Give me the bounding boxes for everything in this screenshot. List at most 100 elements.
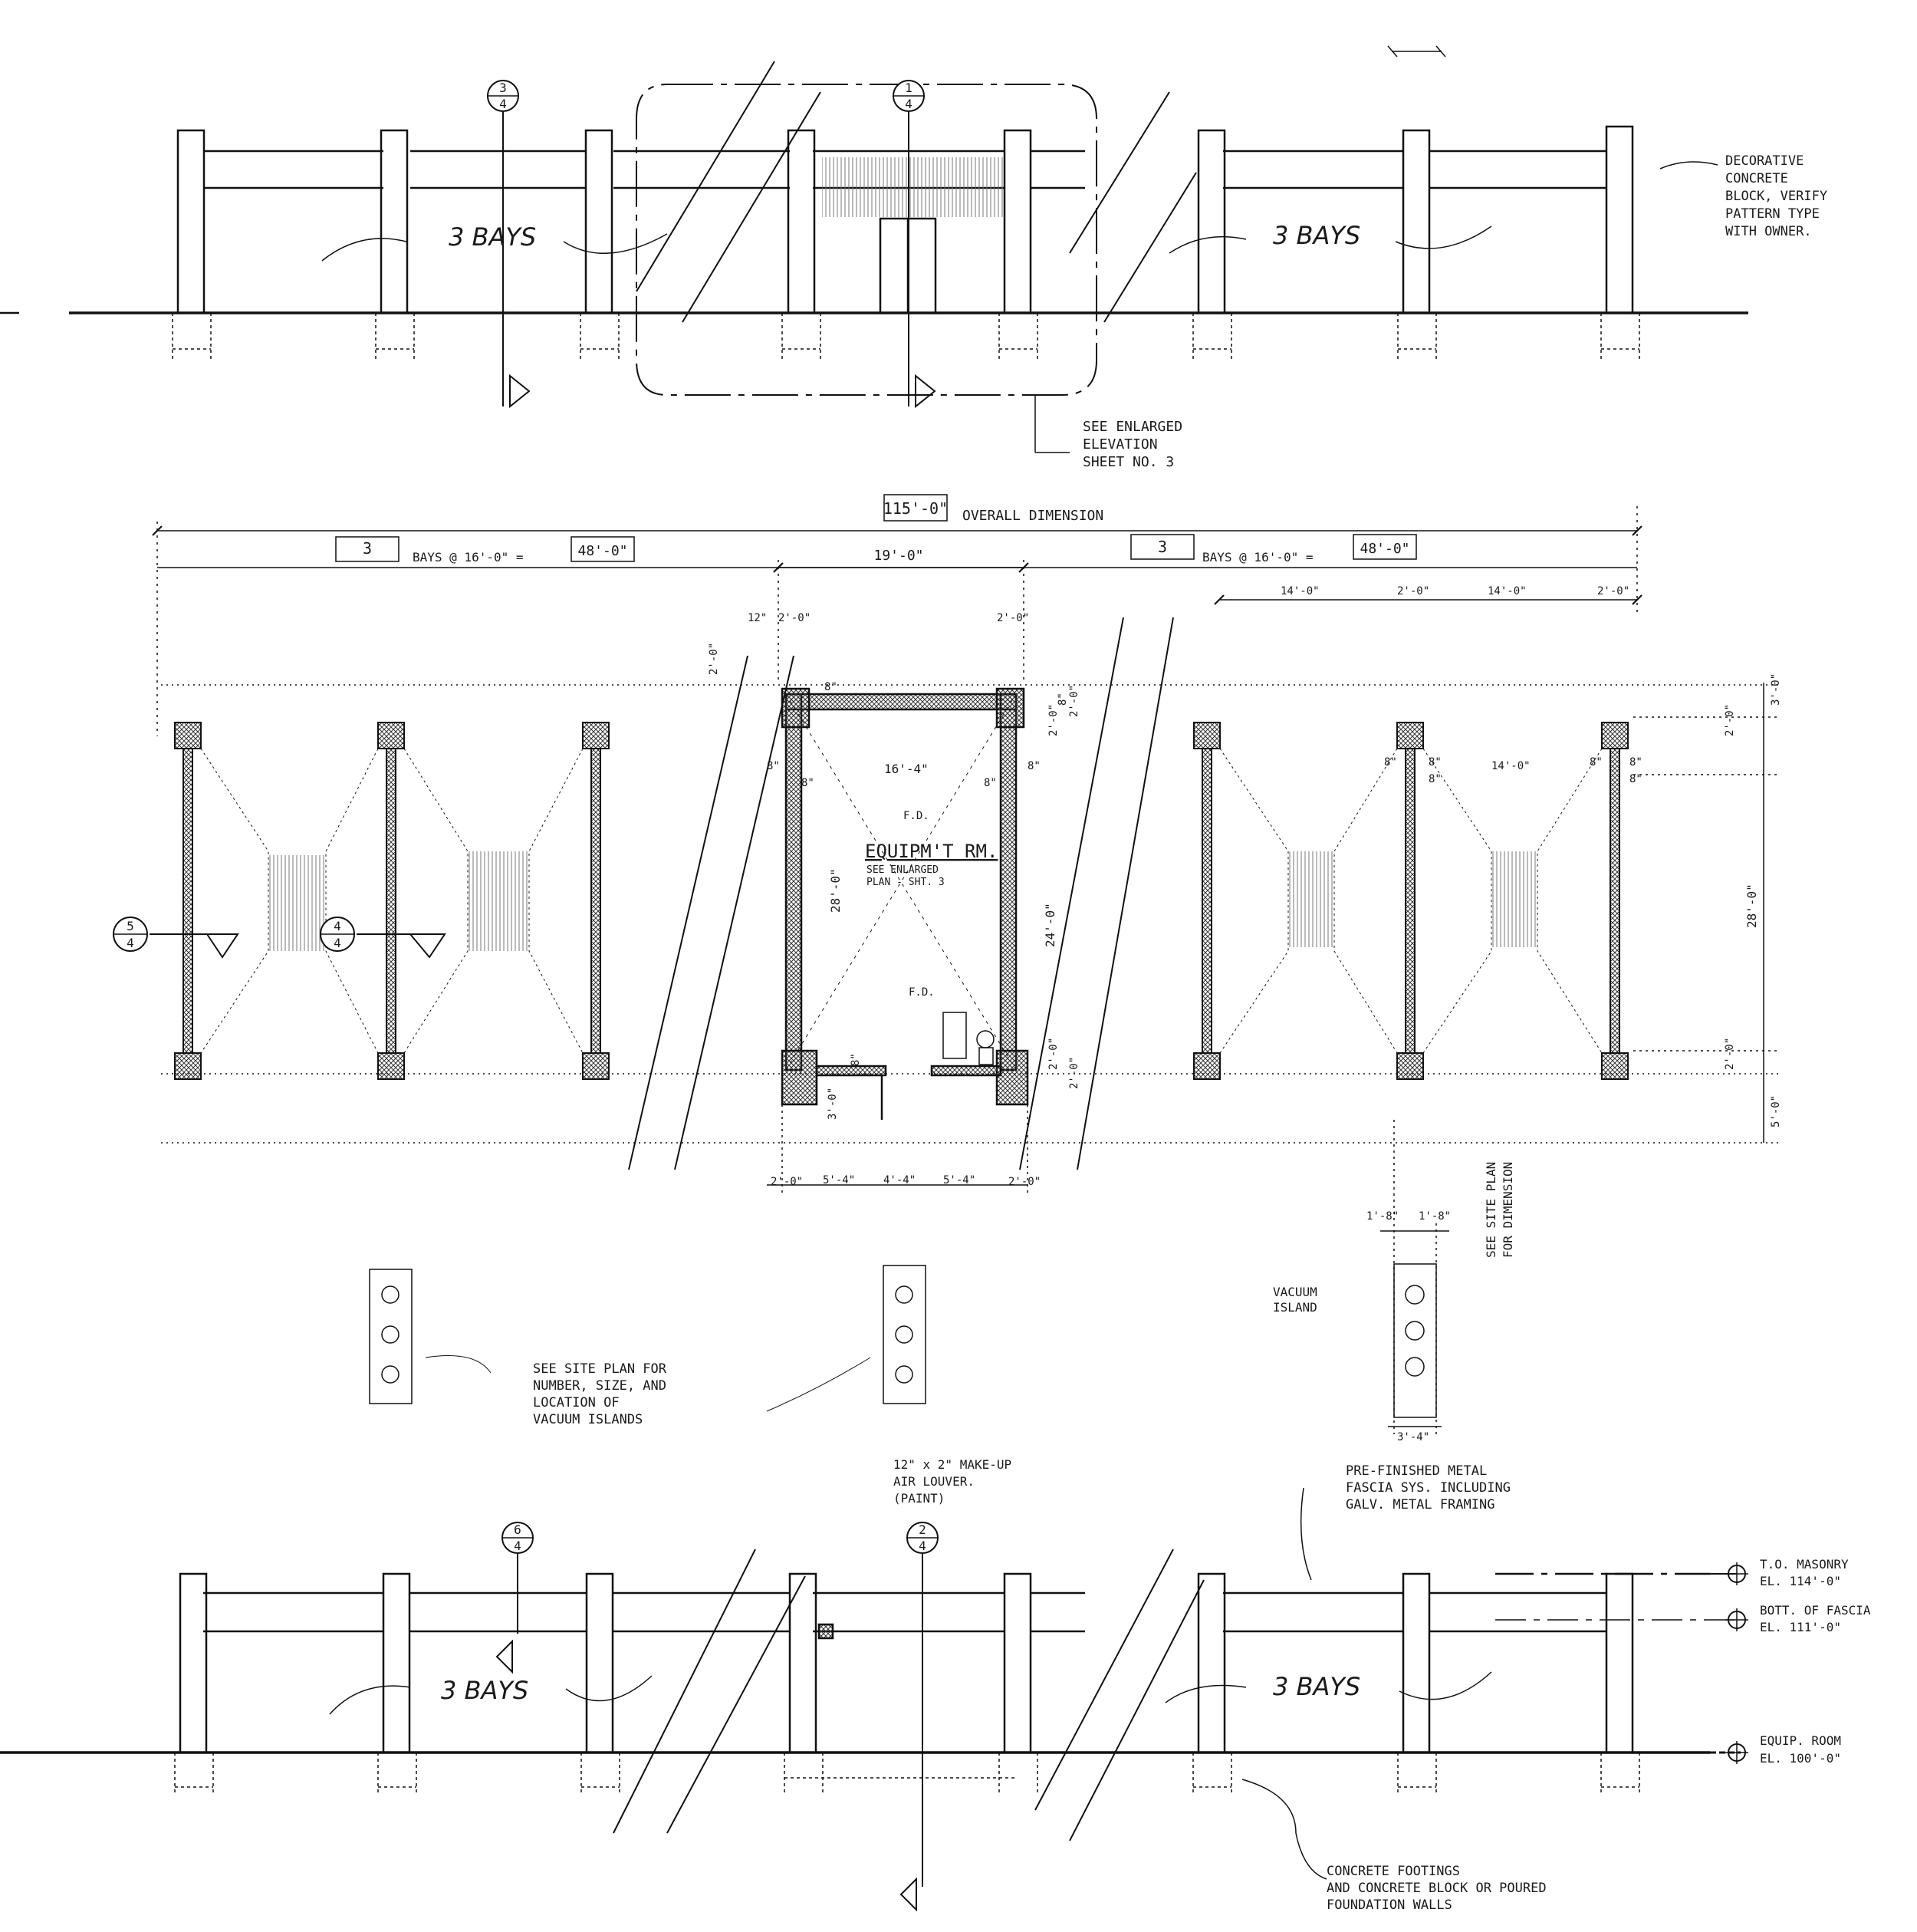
svg-text:2'-0": 2'-0" <box>1047 1038 1060 1070</box>
svg-text:14'-0": 14'-0" <box>1491 760 1531 772</box>
svg-text:PATTERN TYPE: PATTERN TYPE <box>1725 206 1820 222</box>
elevation-marker-equip-room: EQUIP. ROOM EL. 100'-0" <box>1725 1733 1841 1766</box>
bays-label-top-right: 3 BAYS <box>1273 221 1360 250</box>
bottom-elevation <box>0 1487 1741 1912</box>
svg-text:2'-0": 2'-0" <box>771 1176 803 1188</box>
svg-text:FOUNDATION WALLS: FOUNDATION WALLS <box>1327 1897 1452 1913</box>
svg-text:T.O. MASONRY: T.O. MASONRY <box>1760 1557 1849 1572</box>
svg-text:1'-8": 1'-8" <box>1366 1210 1399 1223</box>
svg-text:3'-4": 3'-4" <box>1397 1431 1429 1443</box>
svg-text:24'-0": 24'-0" <box>1043 903 1057 947</box>
svg-text:WITH OWNER.: WITH OWNER. <box>1725 224 1812 239</box>
svg-text:NUMBER, SIZE, AND: NUMBER, SIZE, AND <box>533 1378 666 1394</box>
bays-label-top-left: 3 BAYS <box>449 222 536 252</box>
svg-text:4: 4 <box>334 936 341 950</box>
svg-text:3'-0": 3'-0" <box>827 1088 839 1120</box>
note-fascia: PRE-FINISHED METAL FASCIA SYS. INCLUDING… <box>1346 1463 1511 1512</box>
equipment-room-label: EQUIPM'T RM. SEE ENLARGED PLAN - SHT. 3 … <box>865 810 998 999</box>
elevation-marker-fascia: BOTT. OF FASCIA EL. 111'-0" <box>1725 1603 1871 1634</box>
svg-text:F.D.: F.D. <box>909 986 935 999</box>
svg-text:16'-4": 16'-4" <box>884 762 929 776</box>
vacuum-islands <box>369 1120 1449 1434</box>
elevation-columns-top <box>176 125 1634 314</box>
svg-text:5'-0": 5'-0" <box>1770 1095 1782 1127</box>
svg-text:AND CONCRETE BLOCK OR POURED: AND CONCRETE BLOCK OR POURED <box>1327 1881 1547 1896</box>
section-marker-bottom-center[interactable]: 2 4 <box>906 1522 939 1554</box>
section-marker-plan-left[interactable]: 5 4 <box>113 917 148 952</box>
svg-text:28'-0": 28'-0" <box>1744 884 1759 928</box>
right-bay-columns <box>1193 722 1629 1080</box>
svg-text:2'-0": 2'-0" <box>778 612 811 624</box>
svg-text:EL. 100'-0": EL. 100'-0" <box>1760 1751 1841 1766</box>
elevation-columns-bottom <box>179 1572 1634 1754</box>
section-marker-top-left[interactable]: 3 4 <box>487 80 519 112</box>
svg-text:ISLAND: ISLAND <box>1273 1300 1317 1315</box>
note-vacuum-islands: SEE SITE PLAN FOR NUMBER, SIZE, AND LOCA… <box>533 1361 667 1427</box>
svg-text:5'-4": 5'-4" <box>943 1174 975 1187</box>
svg-text:SEE ENLARGED: SEE ENLARGED <box>866 864 939 876</box>
svg-text:8": 8" <box>801 777 814 789</box>
svg-text:DECORATIVE: DECORATIVE <box>1725 153 1804 169</box>
svg-text:2'-0": 2'-0" <box>1724 1038 1736 1070</box>
note-site-plan-dimension: SEE SITE PLAN FOR DIMENSION <box>1484 1162 1515 1258</box>
svg-text:SEE SITE PLAN: SEE SITE PLAN <box>1484 1162 1498 1258</box>
overall-dimension: 115'-0" OVERALL DIMENSION <box>883 494 1103 524</box>
svg-text:2'-0": 2'-0" <box>1068 1057 1080 1089</box>
svg-text:14'-0": 14'-0" <box>1281 585 1320 597</box>
svg-text:4'-4": 4'-4" <box>883 1174 916 1187</box>
svg-text:5: 5 <box>127 919 134 933</box>
svg-text:BOTT. OF FASCIA: BOTT. OF FASCIA <box>1760 1603 1871 1618</box>
svg-text:3: 3 <box>499 81 507 95</box>
section-marker-bottom-left[interactable]: 6 4 <box>501 1522 534 1554</box>
svg-text:5'-4": 5'-4" <box>823 1174 855 1187</box>
svg-text:14'-0": 14'-0" <box>1488 585 1527 597</box>
svg-text:4: 4 <box>905 97 912 111</box>
svg-text:2: 2 <box>919 1522 926 1537</box>
svg-text:12": 12" <box>748 612 767 624</box>
svg-text:BAYS @ 16'-0" =: BAYS @ 16'-0" = <box>413 550 524 564</box>
svg-text:LOCATION OF: LOCATION OF <box>533 1395 620 1410</box>
section-marker-top-center[interactable]: 1 4 <box>893 80 925 112</box>
note-louver: 12" x 2" MAKE-UP AIR LOUVER. (PAINT) <box>893 1457 1011 1506</box>
svg-text:2'-0": 2'-0" <box>1597 585 1629 597</box>
svg-text:2'-0": 2'-0" <box>1724 704 1736 736</box>
svg-text:2'-0": 2'-0" <box>1047 704 1060 736</box>
svg-text:8": 8" <box>1590 756 1603 769</box>
svg-text:FOR DIMENSION: FOR DIMENSION <box>1501 1162 1515 1258</box>
svg-text:SEE ENLARGED: SEE ENLARGED <box>1083 419 1182 435</box>
svg-text:4: 4 <box>499 97 507 111</box>
svg-text:8": 8" <box>1429 756 1442 769</box>
svg-text:2'-0": 2'-0" <box>1397 585 1429 597</box>
svg-text:2'-0": 2'-0" <box>708 643 720 675</box>
svg-text:VACUUM: VACUUM <box>1273 1285 1317 1299</box>
bays-dimension-left: 3 BAYS @ 16'-0" = 48'-0" <box>335 536 635 564</box>
svg-text:8": 8" <box>984 777 997 789</box>
svg-text:8": 8" <box>1057 693 1069 706</box>
svg-text:SEE SITE PLAN FOR: SEE SITE PLAN FOR <box>533 1361 667 1377</box>
svg-text:1: 1 <box>905 81 912 95</box>
vacuum-island-label: VACUUM ISLAND <box>1273 1285 1317 1315</box>
svg-text:2'-0": 2'-0" <box>1008 1176 1041 1188</box>
svg-text:4: 4 <box>127 936 134 950</box>
svg-text:3: 3 <box>1158 538 1167 556</box>
svg-text:6: 6 <box>514 1522 521 1537</box>
svg-text:AIR LOUVER.: AIR LOUVER. <box>893 1474 975 1489</box>
equipment-room-walls <box>781 687 1029 1120</box>
plan-dimensions: 12" 2'-0" 2'-0" 2'-0" 8" 8" 8" 8" 8" 8" … <box>708 585 1782 1443</box>
svg-text:4: 4 <box>334 919 341 933</box>
svg-text:3: 3 <box>363 539 372 558</box>
svg-text:PRE-FINISHED METAL: PRE-FINISHED METAL <box>1346 1463 1487 1479</box>
bays-label-bottom-left: 3 BAYS <box>441 1676 528 1705</box>
svg-text:GALV. METAL FRAMING: GALV. METAL FRAMING <box>1346 1497 1494 1512</box>
svg-text:12" x 2" MAKE-UP: 12" x 2" MAKE-UP <box>893 1457 1011 1472</box>
svg-text:8": 8" <box>1028 760 1041 772</box>
svg-text:CONCRETE: CONCRETE <box>1725 171 1788 186</box>
svg-text:8": 8" <box>1384 756 1397 769</box>
svg-text:BLOCK, VERIFY: BLOCK, VERIFY <box>1725 189 1827 204</box>
svg-text:EQUIP. ROOM: EQUIP. ROOM <box>1760 1733 1841 1748</box>
section-marker-plan-center[interactable]: 4 4 <box>320 917 355 952</box>
bays-label-bottom-right: 3 BAYS <box>1273 1672 1360 1701</box>
svg-text:8": 8" <box>824 681 837 693</box>
svg-text:ELEVATION: ELEVATION <box>1083 436 1158 453</box>
